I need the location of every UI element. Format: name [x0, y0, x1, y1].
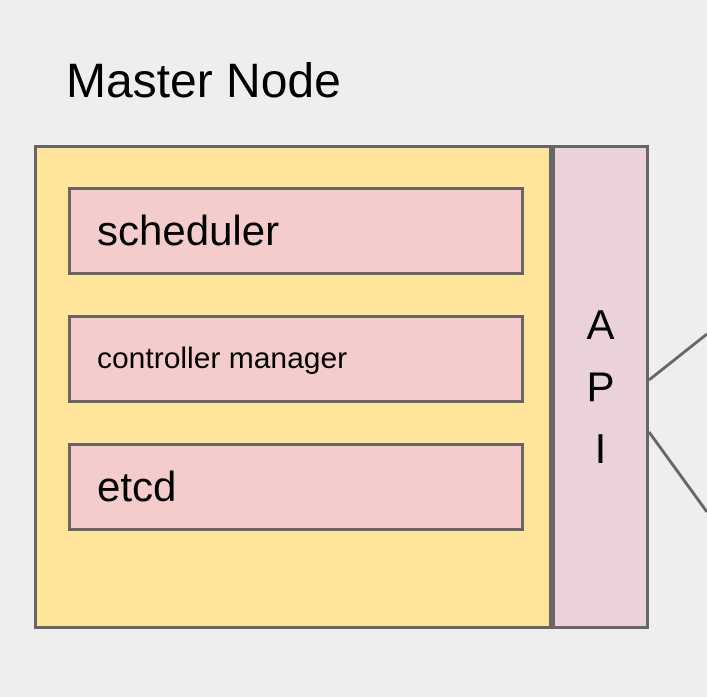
component-box-controller-manager[interactable]: controller manager	[68, 315, 524, 403]
api-letter-a: A	[586, 301, 615, 348]
api-letter-p: P	[586, 363, 615, 410]
component-label-controller-manager: controller manager	[97, 342, 348, 375]
api-letter-i: I	[594, 425, 607, 472]
api-server-column[interactable]: A P I	[552, 145, 649, 629]
page-title: Master Node	[66, 55, 341, 108]
component-label-scheduler: scheduler	[97, 207, 280, 254]
api-connector-lower-line	[647, 431, 707, 513]
component-label-etcd: etcd	[97, 463, 177, 510]
component-box-scheduler[interactable]: scheduler	[68, 187, 524, 275]
component-box-etcd[interactable]: etcd	[68, 443, 524, 531]
api-connector-upper-line	[648, 332, 707, 382]
